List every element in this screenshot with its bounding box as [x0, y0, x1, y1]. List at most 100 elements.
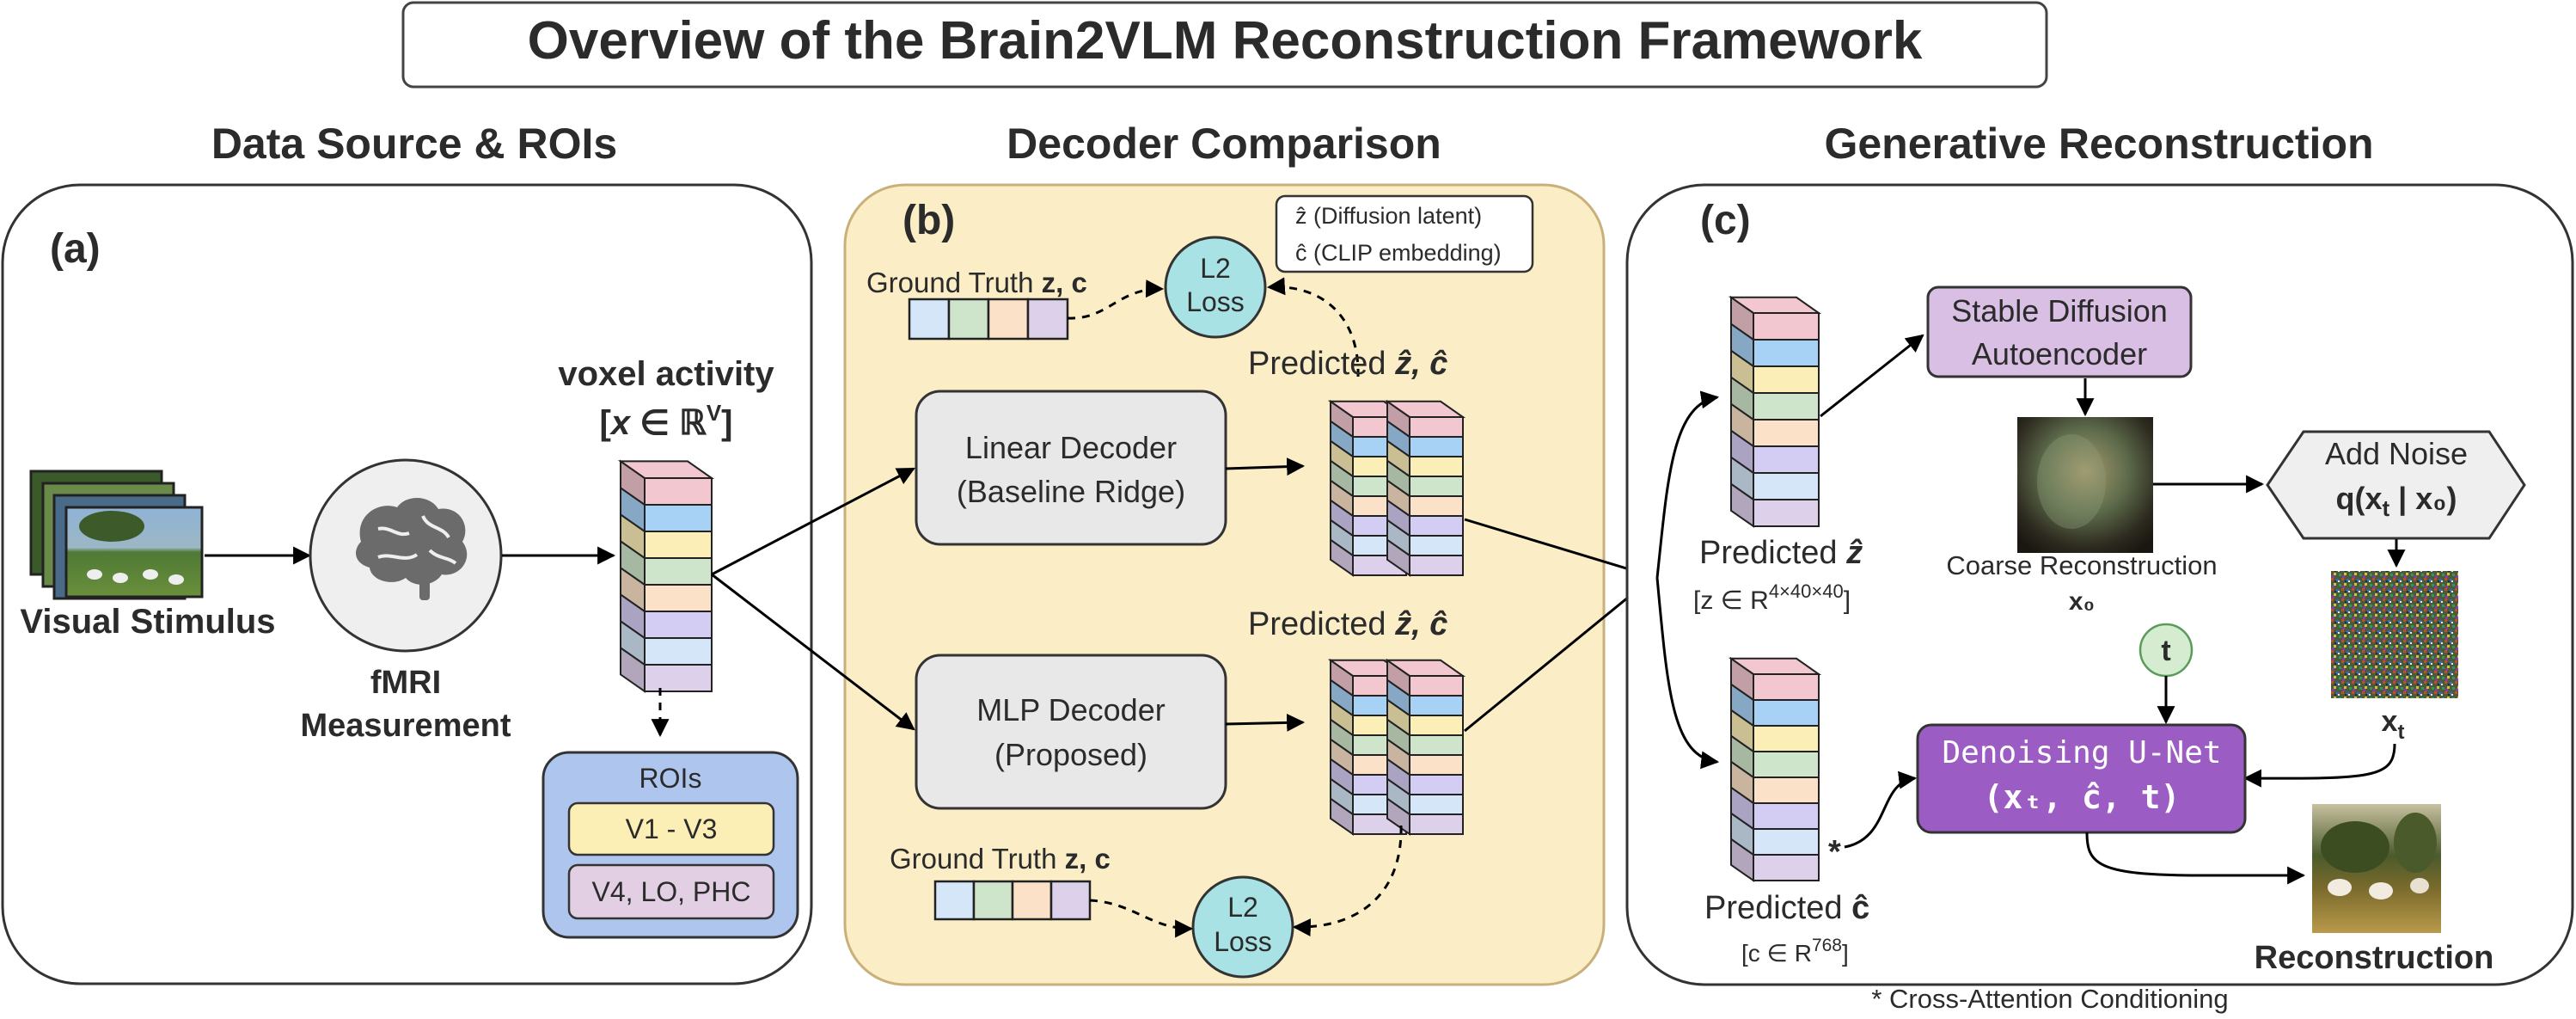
section-header-a: Data Source & ROIs	[211, 120, 617, 168]
reconstruction-label: Reconstruction	[2255, 940, 2494, 976]
stack-cell	[1753, 392, 1820, 420]
voxel-notation: [x ∈ ℝV]	[600, 400, 733, 442]
stack-cell	[1753, 802, 1820, 830]
gt-top-vector	[908, 298, 1069, 341]
roi-1-box	[567, 801, 775, 856]
stack-cell	[1753, 445, 1820, 474]
pred-c-label: Predicted ĉ	[1704, 890, 1869, 926]
gt-bottom-label: Ground Truth z, c	[890, 843, 1111, 875]
stack-cell	[1409, 774, 1464, 795]
mlp-decoder-label-1: MLP Decoder	[976, 692, 1165, 727]
gt-bottom-cell	[933, 880, 976, 921]
section-header-b: Decoder Comparison	[1007, 120, 1441, 168]
linear-decoder-label-2: (Baseline Ridge)	[957, 474, 1185, 509]
stack-cell	[1409, 715, 1464, 736]
predicted-bottom-stacks	[1327, 658, 1466, 836]
panel-c	[1625, 183, 2574, 986]
stack-cell	[644, 637, 713, 666]
panel-b-tag: (b)	[903, 198, 955, 243]
legend-z: ẑ (Diffusion latent)	[1295, 203, 1482, 229]
stack-cell	[644, 531, 713, 559]
legend-c: ĉ (CLIP embedding)	[1295, 240, 1502, 266]
roi-1-label: V1 - V3	[626, 813, 718, 844]
noise-label-1: Add Noise	[2325, 436, 2468, 471]
stack-cell	[644, 477, 713, 506]
stack-cell	[1409, 515, 1464, 537]
panel-a-tag: (a)	[50, 226, 101, 272]
fmri-label-1: fMRI	[370, 665, 441, 701]
pred-z-column	[1728, 295, 1822, 528]
panel-c-tag: (c)	[1700, 198, 1751, 243]
stack-cell	[1409, 476, 1464, 497]
stack-cell	[1753, 673, 1820, 701]
section-header-c: Generative Reconstruction	[1824, 120, 2373, 168]
l2-loss-top-1: L2	[1200, 253, 1231, 284]
brain-icon	[356, 497, 468, 600]
mlp-decoder-label-2: (Proposed)	[994, 737, 1147, 772]
pred-z-dim: [z ∈ R4×40×40]	[1693, 580, 1851, 615]
gt-top-cell	[1026, 298, 1069, 341]
gt-top-label: Ground Truth z, c	[866, 267, 1087, 298]
denoising-unet-box	[1916, 723, 2247, 834]
stack-cell	[1753, 499, 1820, 527]
stack-cell	[1409, 555, 1464, 576]
stack-cell	[644, 664, 713, 692]
stack-cell	[1409, 416, 1464, 438]
roi-2-box	[567, 863, 775, 920]
stack-cell	[644, 611, 713, 639]
l2-loss-top-2: Loss	[1186, 286, 1245, 317]
unet-label-1: Denoising U-Net	[1942, 735, 2221, 770]
legend-box	[1275, 194, 1534, 273]
linear-decoder-box	[915, 390, 1227, 546]
sd-label-2: Autoencoder	[1972, 336, 2147, 371]
stack-cell	[644, 504, 713, 532]
stack-cell	[1753, 699, 1820, 727]
stack-cell	[1753, 419, 1820, 447]
predicted-z-stack	[1728, 295, 1822, 528]
mlp-decoder-box	[915, 654, 1227, 810]
gt-top-cell	[987, 298, 1030, 341]
stack-cell	[1753, 854, 1820, 881]
stack-cell	[1753, 472, 1820, 500]
stack-cell	[1409, 535, 1464, 556]
stack-cell	[1753, 751, 1820, 778]
pred-bottom-label: Predicted ẑ, ĉ	[1248, 606, 1447, 642]
stack-cell	[1409, 813, 1464, 835]
stack-cell	[1753, 365, 1820, 394]
stack-cell	[1409, 734, 1464, 756]
add-noise-hexagon	[2266, 430, 2526, 540]
stack-cell	[1409, 754, 1464, 776]
footnote: * Cross-Attention Conditioning	[1871, 984, 2228, 1014]
star-marker: *	[1828, 834, 1841, 870]
stack-cell	[1753, 777, 1820, 804]
fmri-label-2: Measurement	[301, 708, 511, 744]
predicted-c-stack	[1728, 656, 1822, 882]
coarse-label: Coarse Reconstruction	[1946, 550, 2217, 580]
stack-cell	[1409, 675, 1464, 697]
stimulus-images	[29, 470, 204, 600]
sd-autoencoder-box	[1926, 285, 2193, 378]
stack-cell	[1409, 495, 1464, 517]
pred-z-label: Predicted ẑ	[1699, 535, 1863, 571]
gt-top-cell	[947, 298, 990, 341]
gt-bottom-vector	[933, 880, 1092, 921]
pred-bottom-stack-2	[1384, 658, 1466, 836]
coarse-symbol: x₀	[2069, 587, 2095, 616]
noise-label-2: q(xt | x₀)	[2336, 481, 2457, 521]
predicted-top-stacks	[1327, 399, 1466, 577]
gt-bottom-cell	[1011, 880, 1053, 921]
pred-c-column	[1728, 656, 1822, 882]
voxel-activity-stack	[617, 459, 715, 693]
stack-cell	[1409, 794, 1464, 815]
main-title: Overview of the Brain2VLM Reconstruction…	[528, 11, 1923, 71]
noisy-image	[2331, 571, 2458, 698]
linear-decoder-label-1: Linear Decoder	[965, 430, 1177, 465]
gt-top-cell	[908, 298, 951, 341]
xt-label: xt	[2382, 705, 2405, 744]
stack-cell	[1753, 725, 1820, 752]
l2-loss-top	[1164, 236, 1267, 339]
title-box	[401, 1, 2048, 89]
voxel-title: voxel activity	[558, 355, 774, 393]
pred-top-label: Predicted ẑ, ĉ	[1248, 346, 1447, 382]
